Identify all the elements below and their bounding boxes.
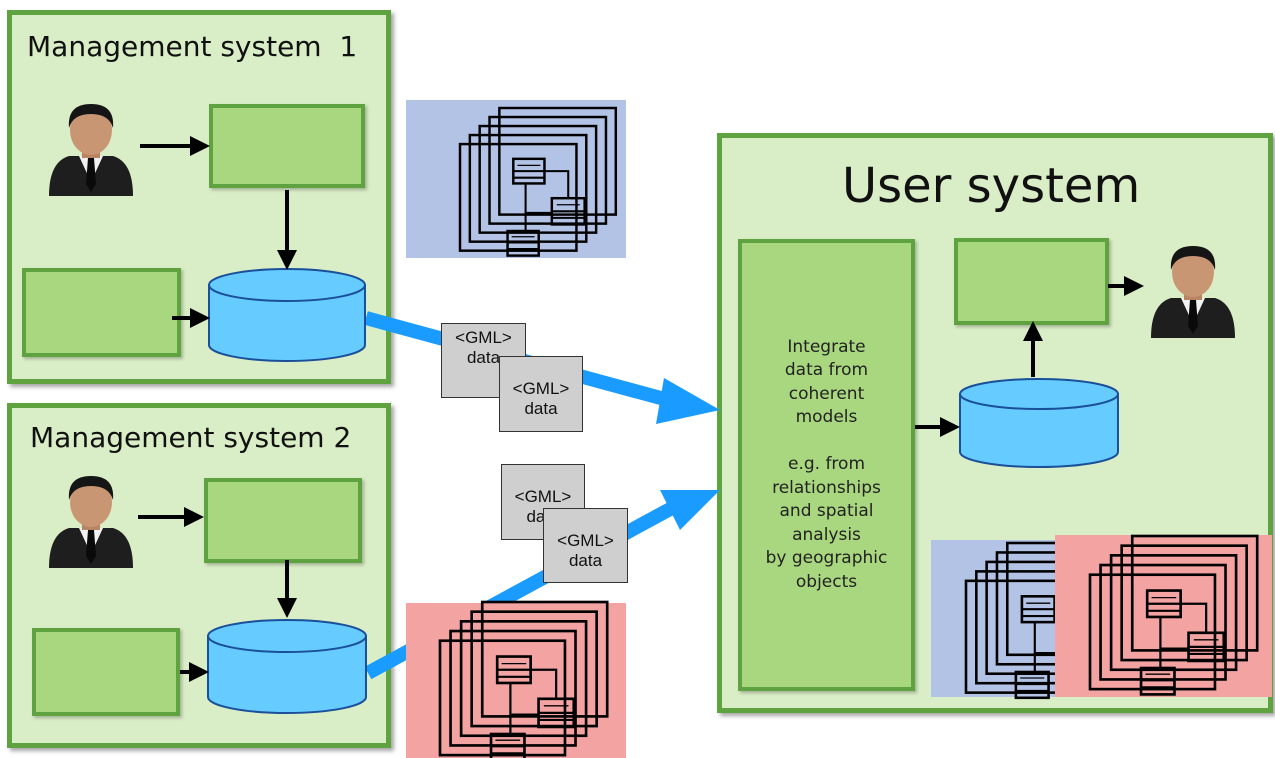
gml-tag: <GML> — [557, 531, 614, 550]
user-icon-ms1 — [49, 104, 133, 196]
user-icon-user-system — [1151, 246, 1235, 338]
user-red-model-diagram — [1055, 534, 1272, 697]
gml-label: data — [568, 551, 603, 570]
ms1-database — [208, 268, 366, 362]
gml-tag: <GML> — [514, 487, 572, 506]
gml-label: data — [524, 399, 558, 418]
ms2-input-box — [32, 628, 180, 716]
ms1-data-model-diagram — [406, 100, 626, 258]
ms2-process-box — [204, 478, 362, 563]
management-system-2-title: Management system 2 — [30, 421, 352, 454]
user-icon-ms2 — [49, 476, 133, 568]
gml-packet: <GML> data — [543, 508, 628, 583]
user-blue-model-diagram — [931, 540, 1131, 700]
user-output-box — [954, 238, 1109, 325]
user-database — [959, 378, 1119, 468]
gml-label: data — [466, 348, 501, 367]
ms2-database — [207, 619, 367, 714]
ms1-input-box — [22, 268, 181, 357]
integrate-data-box: Integrate data from coherent models e.g.… — [738, 239, 915, 691]
management-system-1-title: Management system 1 — [27, 30, 358, 63]
gml-tag: <GML> — [455, 328, 512, 347]
user-system-title: User system — [842, 158, 1141, 214]
ms1-process-box — [209, 104, 365, 188]
gml-tag: <GML> — [512, 379, 570, 398]
ms2-data-model-diagram — [406, 600, 626, 758]
gml-packet: <GML> data — [499, 356, 583, 432]
